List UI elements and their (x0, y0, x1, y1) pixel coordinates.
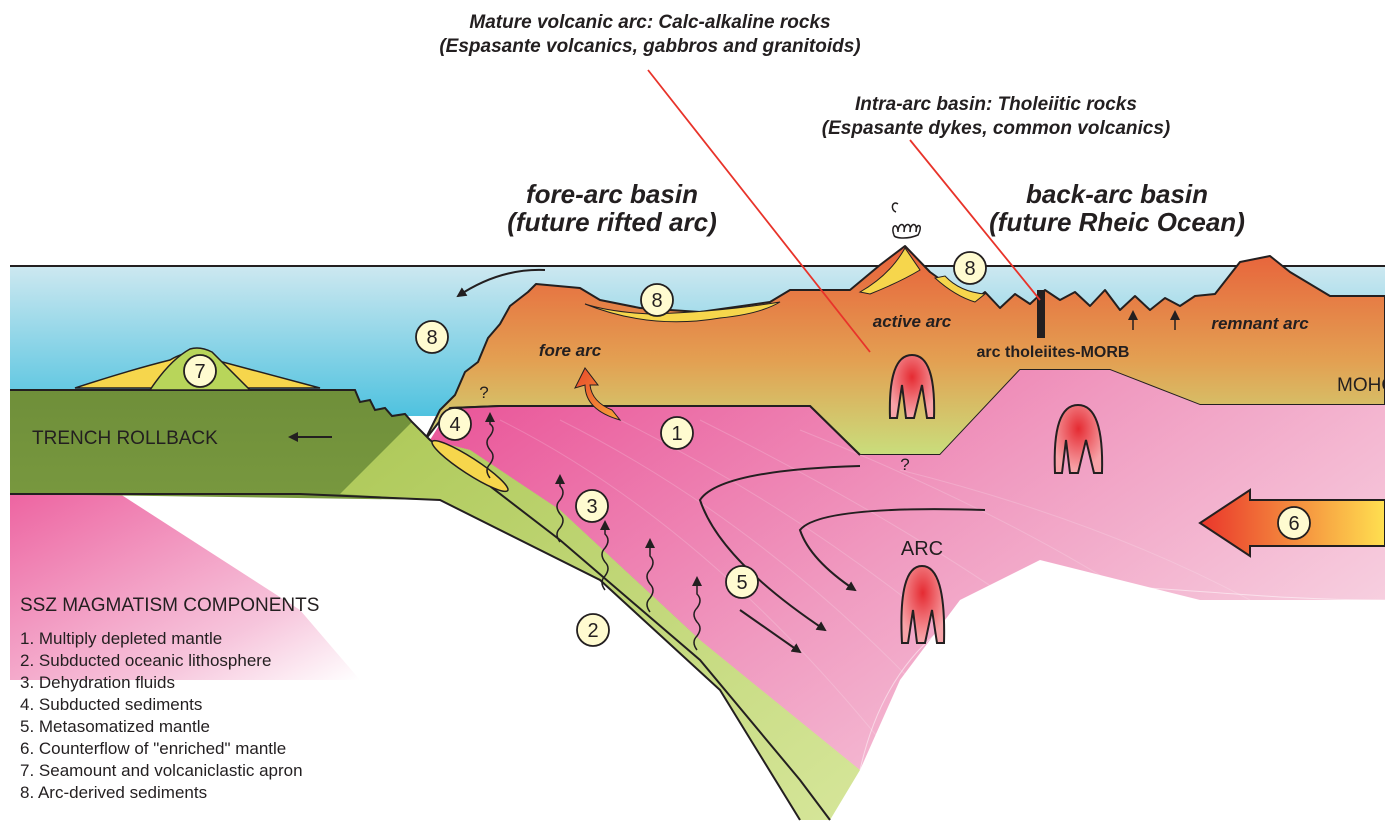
intra-arc-callout-line1: Intra-arc basin: Tholeiitic rocks (855, 94, 1137, 115)
legend-item: 3. Dehydration fluids (20, 673, 175, 692)
legend-item: 8. Arc-derived sediments (20, 783, 207, 802)
magma-diapir-1 (890, 355, 934, 418)
mature-arc-callout-line2: (Espasante volcanics, gabbros and granit… (439, 36, 860, 57)
marker-6: 6 (1278, 507, 1310, 539)
legend-item: 1. Multiply depleted mantle (20, 629, 222, 648)
fore-arc-basin-heading-line1: fore-arc basin (526, 179, 698, 209)
svg-text:8: 8 (651, 290, 662, 312)
svg-text:6: 6 (1288, 513, 1299, 535)
fore-arc-label: fore arc (539, 341, 602, 360)
legend-item: 7. Seamount and volcaniclastic apron (20, 761, 303, 780)
remnant-arc-label: remnant arc (1211, 314, 1309, 333)
question-mark-slab: ? (479, 383, 488, 402)
arc-tholeiites-label: arc tholeiites-MORB (977, 344, 1130, 361)
trench-rollback-label: TRENCH ROLLBACK (32, 428, 218, 449)
legend-item: 4. Subducted sediments (20, 695, 202, 714)
mature-arc-callout-line1: Mature volcanic arc: Calc-alkaline rocks (469, 12, 830, 33)
svg-text:7: 7 (194, 361, 205, 383)
legend-item: 2. Subducted oceanic lithosphere (20, 651, 271, 670)
moho-label: MOHO (1337, 375, 1385, 396)
marker-5: 5 (726, 566, 758, 598)
marker-2: 2 (577, 614, 609, 646)
marker-8-ocean: 8 (416, 321, 448, 353)
question-mark-wedge: ? (900, 455, 909, 474)
intra-arc-callout-line2: (Espasante dykes, common volcanics) (822, 118, 1170, 139)
svg-text:3: 3 (586, 496, 597, 518)
marker-8-arc: 8 (954, 252, 986, 284)
marker-3: 3 (576, 490, 608, 522)
svg-text:8: 8 (426, 327, 437, 349)
svg-text:4: 4 (449, 414, 460, 436)
active-arc-label: active arc (873, 312, 952, 331)
svg-text:2: 2 (587, 620, 598, 642)
magma-diapir-2 (1055, 405, 1102, 473)
back-arc-basin-heading-line2: (future Rheic Ocean) (989, 207, 1245, 237)
legend-item: 6. Counterflow of "enriched" mantle (20, 739, 286, 758)
arc-label: ARC (901, 538, 943, 560)
svg-text:5: 5 (736, 572, 747, 594)
back-arc-basin-heading-line1: back-arc basin (1026, 179, 1208, 209)
marker-1: 1 (661, 417, 693, 449)
magma-diapir-3 (901, 566, 944, 643)
marker-4: 4 (439, 408, 471, 440)
fore-arc-basin-heading-line2: (future rifted arc) (507, 207, 716, 237)
eruption-cloud-icon (892, 203, 920, 238)
marker-7: 7 (184, 355, 216, 387)
svg-text:8: 8 (964, 258, 975, 280)
legend-item: 5. Metasomatized mantle (20, 717, 210, 736)
svg-text:1: 1 (671, 423, 682, 445)
marker-8-forearc: 8 (641, 284, 673, 316)
legend-title: SSZ MAGMATISM COMPONENTS (20, 595, 319, 616)
